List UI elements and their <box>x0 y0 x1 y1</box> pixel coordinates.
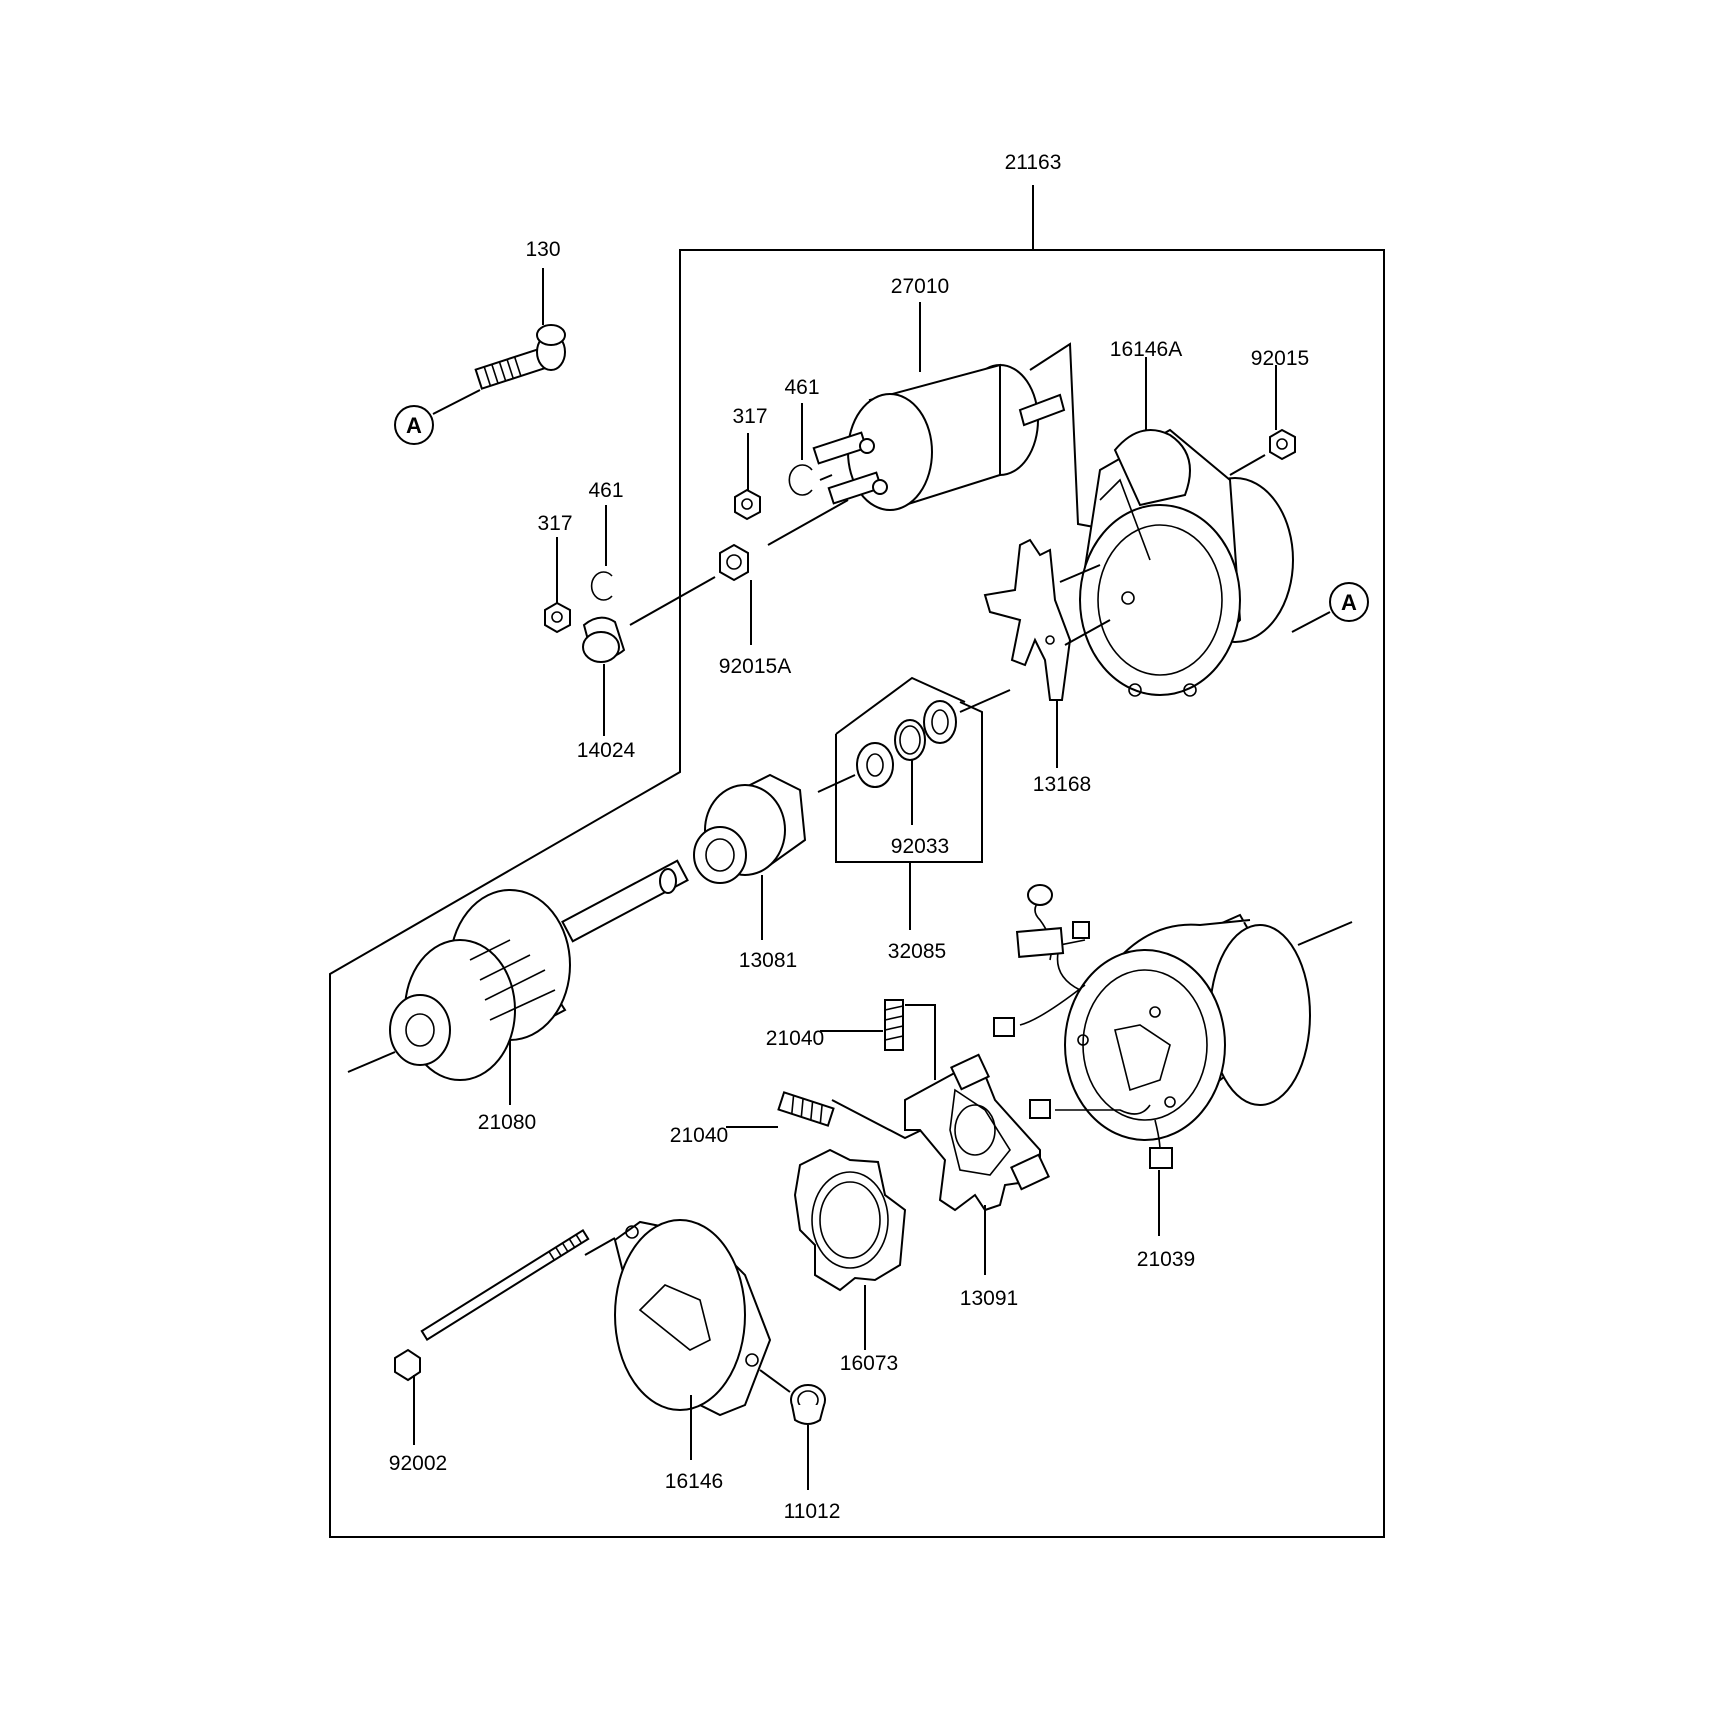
callout-21080: 21080 <box>478 1111 536 1134</box>
brush-holder-13091-drawing <box>904 1053 1050 1212</box>
leader-lever-lower <box>1064 619 1111 646</box>
housing-16146A-drawing <box>1078 428 1294 697</box>
leader-lever-upper <box>1059 564 1101 583</box>
callout-27010: 27010 <box>891 275 949 298</box>
callout-130: 130 <box>525 238 560 261</box>
cap-14024-drawing <box>582 616 626 663</box>
bolt-130-drawing <box>474 324 566 390</box>
callout-92002: 92002 <box>389 1452 447 1475</box>
leader-marker-a-left <box>432 389 481 415</box>
connector-marker-a-left <box>394 405 434 445</box>
spring-21040-drawing <box>777 1091 835 1127</box>
callout-461: 461 <box>588 479 623 502</box>
nut-92015-drawing <box>1269 428 1296 461</box>
wire-lead-drawing <box>1019 899 1161 1151</box>
through-bolt-92002-drawing <box>394 1229 590 1382</box>
washer-drawing <box>856 742 894 788</box>
rear-cover-16146-drawing <box>613 1219 772 1417</box>
callout-13081: 13081 <box>739 949 797 972</box>
callout-21163: 21163 <box>1005 151 1062 174</box>
clip-461-drawing <box>590 571 613 601</box>
callout-21039: 21039 <box>1137 1248 1195 1271</box>
leader-nut-to-housing <box>1229 454 1266 476</box>
callout-92015A: 92015A <box>719 655 791 678</box>
nut-92015A-drawing <box>719 543 749 582</box>
leader-bolt-to-cover <box>584 1237 616 1256</box>
callout-11012: 11012 <box>784 1500 841 1523</box>
callout-13091: 13091 <box>960 1287 1018 1310</box>
leader-clip-461-top <box>819 474 833 481</box>
spring-21040-top-drawing <box>884 999 904 1051</box>
callout-16146: 16146 <box>665 1470 723 1493</box>
clutch-13081-drawing <box>693 773 807 884</box>
leader-solenoid-plunger <box>767 499 849 546</box>
leader-cap-to-nut <box>629 576 716 626</box>
callout-317-top: 317 <box>732 405 767 428</box>
callout-461-top: 461 <box>784 376 819 399</box>
lever-13168-drawing <box>983 538 1072 701</box>
callout-92033: 92033 <box>891 835 949 858</box>
callout-21040: 21040 <box>670 1124 728 1147</box>
callout-14024: 14024 <box>577 739 636 762</box>
clip-461-top-drawing <box>788 464 813 496</box>
callout-13168: 13168 <box>1033 773 1091 796</box>
marker-a-right-text: A <box>1341 590 1357 615</box>
callout-16073: 16073 <box>840 1352 898 1375</box>
callout-16146A: 16146A <box>1110 338 1182 361</box>
leader-cover-to-plug <box>759 1369 791 1393</box>
plug-11012-drawing <box>790 1384 826 1425</box>
assembly-frame <box>329 249 1385 1538</box>
nut-317-drawing <box>544 601 571 634</box>
leader-spring-top-to-holder <box>905 1004 936 1080</box>
bracket-32085 <box>835 676 983 863</box>
yoke-drawing <box>1064 913 1311 1141</box>
callout-92015: 92015 <box>1251 347 1309 370</box>
leader-marker-a-right <box>1291 611 1331 633</box>
leader-yoke-axis <box>1297 921 1353 946</box>
armature-21080-drawing <box>389 859 689 1081</box>
solenoid-27010-drawing <box>812 363 1066 511</box>
plate-16073-drawing <box>793 1148 907 1292</box>
leader-washer-to-clutch <box>817 774 856 793</box>
leader-armature-axis <box>347 1051 396 1073</box>
nut-317-top-drawing <box>734 488 761 521</box>
collar-drawing <box>923 700 957 744</box>
callout-21040-top: 21040 <box>766 1027 824 1050</box>
callout-32085: 32085 <box>888 940 946 963</box>
connector-marker-a-right <box>1329 582 1369 622</box>
leader-collar-to-lever <box>959 689 1011 713</box>
callout-317: 317 <box>537 512 572 535</box>
marker-a-left-text: A <box>406 413 422 438</box>
